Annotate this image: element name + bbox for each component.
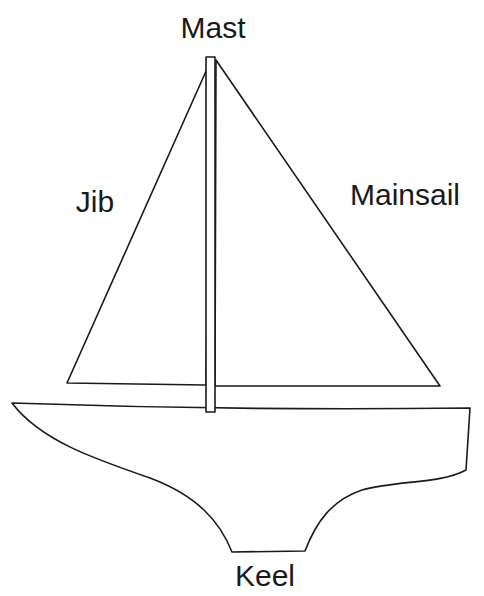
hull <box>12 403 470 552</box>
main-sail <box>215 60 440 386</box>
jib-sail <box>67 60 211 385</box>
mast-pole <box>206 57 215 412</box>
part-label: Mainsail <box>350 180 460 210</box>
part-label: Jib <box>76 187 114 217</box>
part-label: Mast <box>180 13 245 43</box>
part-label: Keel <box>235 561 295 591</box>
